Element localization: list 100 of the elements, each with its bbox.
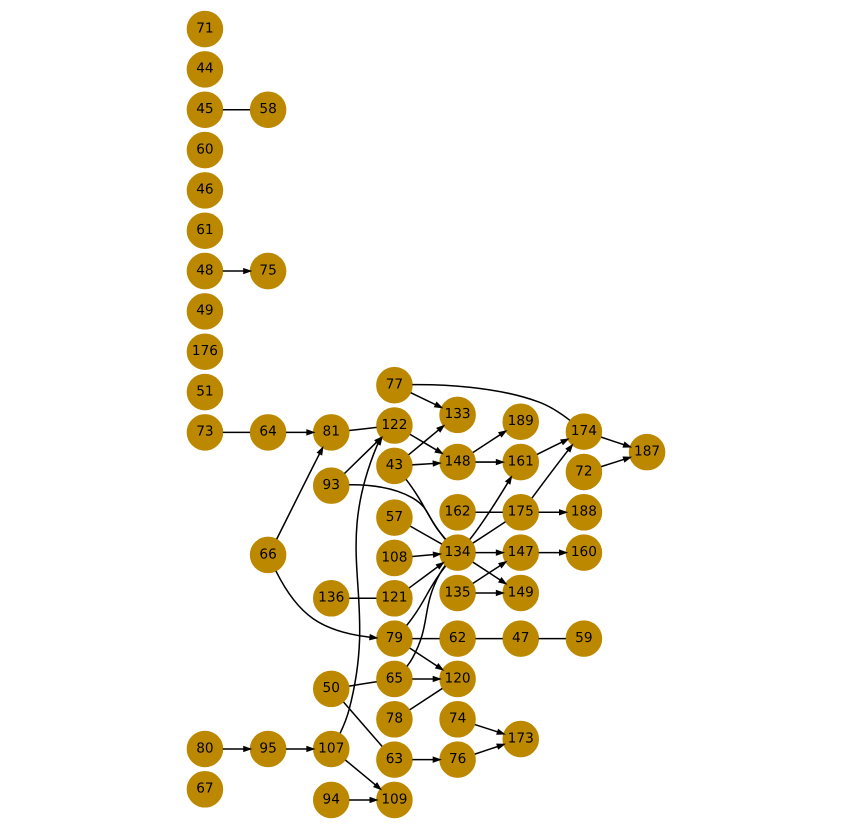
node-circle: 149: [502, 574, 538, 612]
arrow: [475, 458, 504, 466]
node-circle: 134: [438, 534, 476, 571]
node-circle: 93: [312, 467, 350, 504]
arrow: [474, 724, 506, 735]
node-circle: 72: [565, 454, 602, 490]
node-circle: 49: [186, 293, 223, 330]
connector: [348, 484, 446, 540]
node-circle: 136: [312, 580, 350, 617]
node-circle: 62: [438, 620, 476, 657]
node-circle: 65: [376, 660, 412, 698]
node-circle: 67: [186, 771, 223, 808]
node-circle: 147: [502, 534, 538, 571]
arrow: [475, 549, 504, 556]
arrow: [409, 434, 444, 454]
node-circle: 80: [186, 730, 223, 768]
arrow: [472, 430, 507, 454]
node-circle: 45: [186, 91, 223, 128]
arrow: [344, 759, 382, 790]
node-circle: 43: [376, 448, 412, 484]
arrow: [286, 746, 315, 752]
node-circle: 94: [312, 782, 350, 818]
node-circle: 63: [376, 741, 412, 778]
node-circle: 188: [565, 494, 602, 531]
node-circle: 47: [502, 620, 538, 657]
node-circle: 108: [376, 540, 412, 576]
node-circle: 175: [502, 494, 538, 531]
connector: [472, 521, 506, 544]
node-circle: 161: [502, 444, 538, 480]
connector: [406, 566, 446, 626]
connector: [475, 512, 502, 514]
node-circle: 109: [376, 782, 412, 818]
arrow: [474, 744, 506, 755]
arrow: [538, 549, 568, 556]
node-circle: 77: [376, 366, 412, 404]
node-circle: 58: [249, 91, 286, 128]
connector: [412, 638, 440, 640]
node-circle: 60: [186, 132, 223, 168]
node-circle: 176: [186, 333, 223, 370]
connector: [348, 426, 376, 432]
arrow: [274, 570, 378, 640]
arrow: [286, 429, 315, 436]
arrow: [412, 552, 442, 558]
node-circle: 133: [438, 396, 476, 434]
arrow: [222, 268, 252, 274]
arrow: [600, 456, 632, 468]
node-circle: 74: [438, 701, 476, 738]
node-circle: 81: [312, 414, 350, 451]
node-circle: 46: [186, 172, 223, 209]
node-circle: 75: [249, 252, 286, 290]
node-circle: 61: [186, 212, 223, 249]
arrow: [412, 756, 442, 763]
node-circle: 44: [186, 51, 223, 88]
node-circle: 66: [249, 536, 286, 574]
arrow: [408, 424, 445, 456]
connector: [348, 680, 376, 687]
node-circle: 79: [376, 620, 412, 657]
node-circle: 162: [438, 494, 476, 531]
node-circle: 121: [376, 580, 412, 617]
node-circle: 48: [186, 252, 223, 290]
arrow: [468, 475, 512, 540]
arrow: [348, 796, 378, 804]
connector: [475, 638, 502, 640]
connector: [222, 432, 250, 434]
connector: [404, 479, 446, 540]
connector: [406, 565, 446, 667]
connector: [410, 526, 442, 545]
node-circle: 78: [376, 701, 412, 738]
node-circle: 57: [376, 499, 412, 536]
arrow: [530, 444, 573, 498]
node-circle: 174: [565, 413, 602, 450]
arrow: [600, 436, 632, 448]
node-circle: 135: [438, 574, 476, 612]
arrow: [412, 460, 442, 467]
node-circle: 71: [186, 10, 223, 48]
arrow: [222, 746, 252, 752]
connector: [348, 598, 376, 600]
arrow: [475, 590, 504, 596]
connector: [342, 702, 382, 747]
node-circle: 76: [438, 741, 476, 778]
connector: [412, 384, 570, 421]
connector: [538, 638, 566, 640]
arrow: [410, 392, 443, 408]
node-circle: 173: [502, 720, 538, 758]
node-circle: 64: [249, 414, 286, 451]
node-circle: 95: [249, 730, 286, 768]
node-circle: 73: [186, 414, 223, 451]
arrow: [408, 562, 444, 589]
node-circle: 107: [312, 730, 350, 768]
arrow: [536, 438, 570, 456]
node-circle: 148: [438, 444, 476, 480]
node-circle: 187: [628, 434, 665, 470]
node-circle: 189: [502, 403, 538, 440]
node-circle: 160: [565, 534, 602, 571]
arrow: [538, 509, 568, 516]
arrow: [408, 648, 444, 671]
node-circle: 50: [312, 670, 350, 708]
connector: [408, 688, 442, 710]
node-circle: 51: [186, 374, 223, 410]
node-circle: 59: [565, 620, 602, 657]
